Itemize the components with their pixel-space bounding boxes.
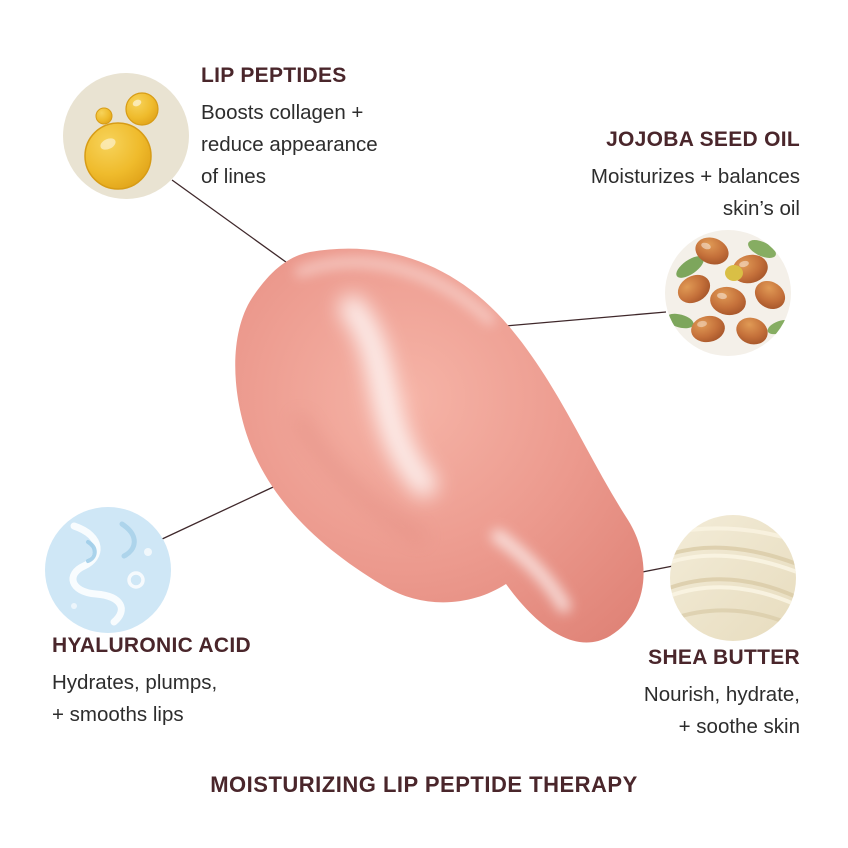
swatch-gloss-highlight-top — [295, 257, 495, 325]
ingredient-callout-hyaluronic: HYALURONIC ACID Hydrates, plumps, + smoo… — [52, 634, 292, 731]
ingredient-description-hyaluronic: Hydrates, plumps, + smooths lips — [52, 671, 218, 726]
connector-line-jojoba — [493, 311, 667, 328]
hyaluronic-acid-image — [44, 506, 172, 639]
product-swatch — [235, 248, 644, 643]
shea-butter-texture-icon — [670, 515, 796, 641]
ingredient-name-shea: SHEA BUTTER — [648, 646, 800, 669]
ingredient-callout-shea: SHEA BUTTER Nourish, hydrate, + soothe s… — [560, 646, 800, 743]
ingredient-description-jojoba: Moisturizes + balances skin’s oil — [590, 165, 800, 220]
lip-peptides-image — [62, 72, 190, 205]
jojoba-seeds-icon — [665, 230, 791, 356]
ingredient-name-hyaluronic: HYALURONIC ACID — [52, 634, 251, 657]
jojoba-seed-oil-image — [664, 229, 792, 362]
oil-droplets-icon — [63, 73, 189, 199]
ingredient-callout-jojoba: JOJOBA SEED OIL Moisturizes + balances s… — [540, 128, 800, 225]
ingredient-name-lip-peptides: LIP PEPTIDES — [201, 64, 347, 87]
ingredient-description-lip-peptides: Boosts collagen + reduce appearance of l… — [201, 101, 378, 188]
swatch-gloss-highlight-main — [339, 295, 437, 497]
ingredient-description-shea: Nourish, hydrate, + soothe skin — [643, 683, 800, 738]
swatch-shadow-stroke — [294, 414, 426, 542]
swatch-body — [235, 248, 644, 643]
blue-gel-icon — [45, 507, 171, 633]
connector-line-lip-peptides — [171, 179, 298, 271]
product-title: MOISTURIZING LIP PEPTIDE THERAPY — [210, 772, 638, 797]
shea-butter-image — [669, 514, 797, 647]
ingredient-name-jojoba: JOJOBA SEED OIL — [606, 128, 800, 151]
ingredient-callout-lip-peptides: LIP PEPTIDES Boosts collagen + reduce ap… — [201, 64, 431, 192]
swatch-gloss-highlight-tail — [491, 529, 571, 613]
